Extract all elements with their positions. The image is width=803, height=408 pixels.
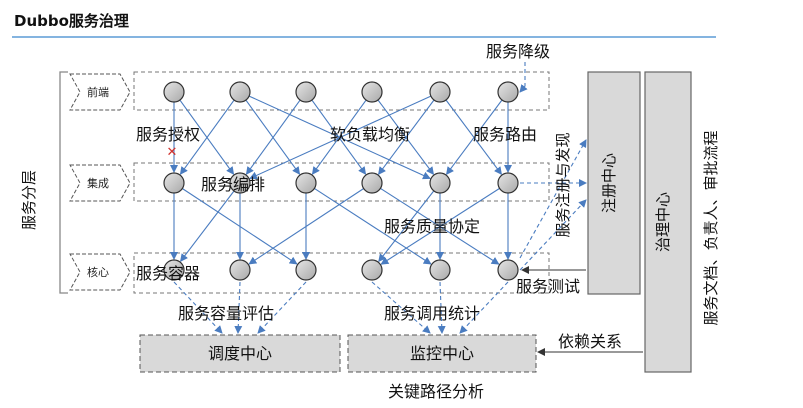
service-node xyxy=(295,172,317,194)
service-node xyxy=(295,259,317,281)
call-arrow xyxy=(181,188,298,265)
dashed-connectors xyxy=(173,62,587,334)
annotation-critical-path: 关键路径分析 xyxy=(388,382,484,401)
service-node xyxy=(229,259,251,281)
annotation-qos: 服务质量协定 xyxy=(384,217,480,236)
service-node xyxy=(361,81,383,103)
layer-integration-box xyxy=(133,162,550,202)
annotation-degrade: 服务降级 xyxy=(486,42,550,61)
layers-bracket xyxy=(59,71,68,294)
annotation-container: 服务容器 xyxy=(136,264,200,283)
call-arrow xyxy=(248,188,365,265)
service-node xyxy=(429,172,451,194)
annotation-registry-discovery: 服务注册与发现 xyxy=(554,132,572,237)
annotation-capacity: 服务容量评估 xyxy=(178,304,274,323)
layer-integration-tag: 集成 xyxy=(69,164,131,202)
call-arrow xyxy=(314,187,432,265)
layers-group-label: 服务分层 xyxy=(20,170,38,230)
call-arrow xyxy=(446,99,503,176)
annotation-auth: 服务授权 xyxy=(136,125,200,144)
service-node xyxy=(163,81,185,103)
service-node xyxy=(295,81,317,103)
service-node xyxy=(361,259,383,281)
annotation-routing: 服务路由 xyxy=(473,125,537,144)
governance-center-label: 治理中心 xyxy=(654,192,672,252)
call-arrow xyxy=(249,95,432,180)
annotation-governance-side: 服务文档、负责人、审批流程 xyxy=(702,130,720,325)
registry-center-box xyxy=(587,71,641,295)
annotation-orchestration: 服务编排 xyxy=(201,175,265,194)
service-node xyxy=(229,172,251,194)
scheduling-center-label: 调度中心 xyxy=(208,344,272,363)
service-node xyxy=(163,172,185,194)
service-nodes xyxy=(163,81,519,281)
service-node xyxy=(429,259,451,281)
call-arrow xyxy=(378,190,435,263)
annotation-testing: 服务测试 xyxy=(516,277,580,296)
monitoring-center-box xyxy=(347,334,537,373)
call-arrow xyxy=(179,190,235,262)
governance-center-box xyxy=(644,71,692,373)
auth-blocked-mark: ✕ xyxy=(167,145,178,160)
layer-core-tag: 核心 xyxy=(69,253,131,291)
call-arrow xyxy=(245,99,301,175)
service-node xyxy=(361,172,383,194)
call-arrow xyxy=(378,99,435,176)
registry-center-label: 注册中心 xyxy=(600,153,618,213)
layer-frontend-label: 前端 xyxy=(87,85,109,99)
layer-frontend-box xyxy=(133,71,550,111)
call-arrow xyxy=(179,99,235,175)
annotation-call-stats: 服务调用统计 xyxy=(384,304,480,323)
monitoring-center-label: 监控中心 xyxy=(410,344,474,363)
service-node xyxy=(429,81,451,103)
service-node xyxy=(497,81,519,103)
layer-core-box xyxy=(133,252,550,294)
annotation-load-balance: 软负载均衡 xyxy=(330,125,410,144)
layer-core-label: 核心 xyxy=(87,265,109,279)
layer-integration-label: 集成 xyxy=(87,176,109,190)
layer-frontend-tag: 前端 xyxy=(69,73,131,111)
service-call-arrows xyxy=(170,95,512,265)
service-node xyxy=(229,81,251,103)
scheduling-center-box xyxy=(139,334,341,373)
annotation-dependency: 依赖关系 xyxy=(558,332,622,351)
service-node xyxy=(497,172,519,194)
service-node xyxy=(163,259,185,281)
call-arrow xyxy=(380,187,500,265)
page-title: Dubbo服务治理 xyxy=(14,12,129,30)
service-node xyxy=(497,259,519,281)
